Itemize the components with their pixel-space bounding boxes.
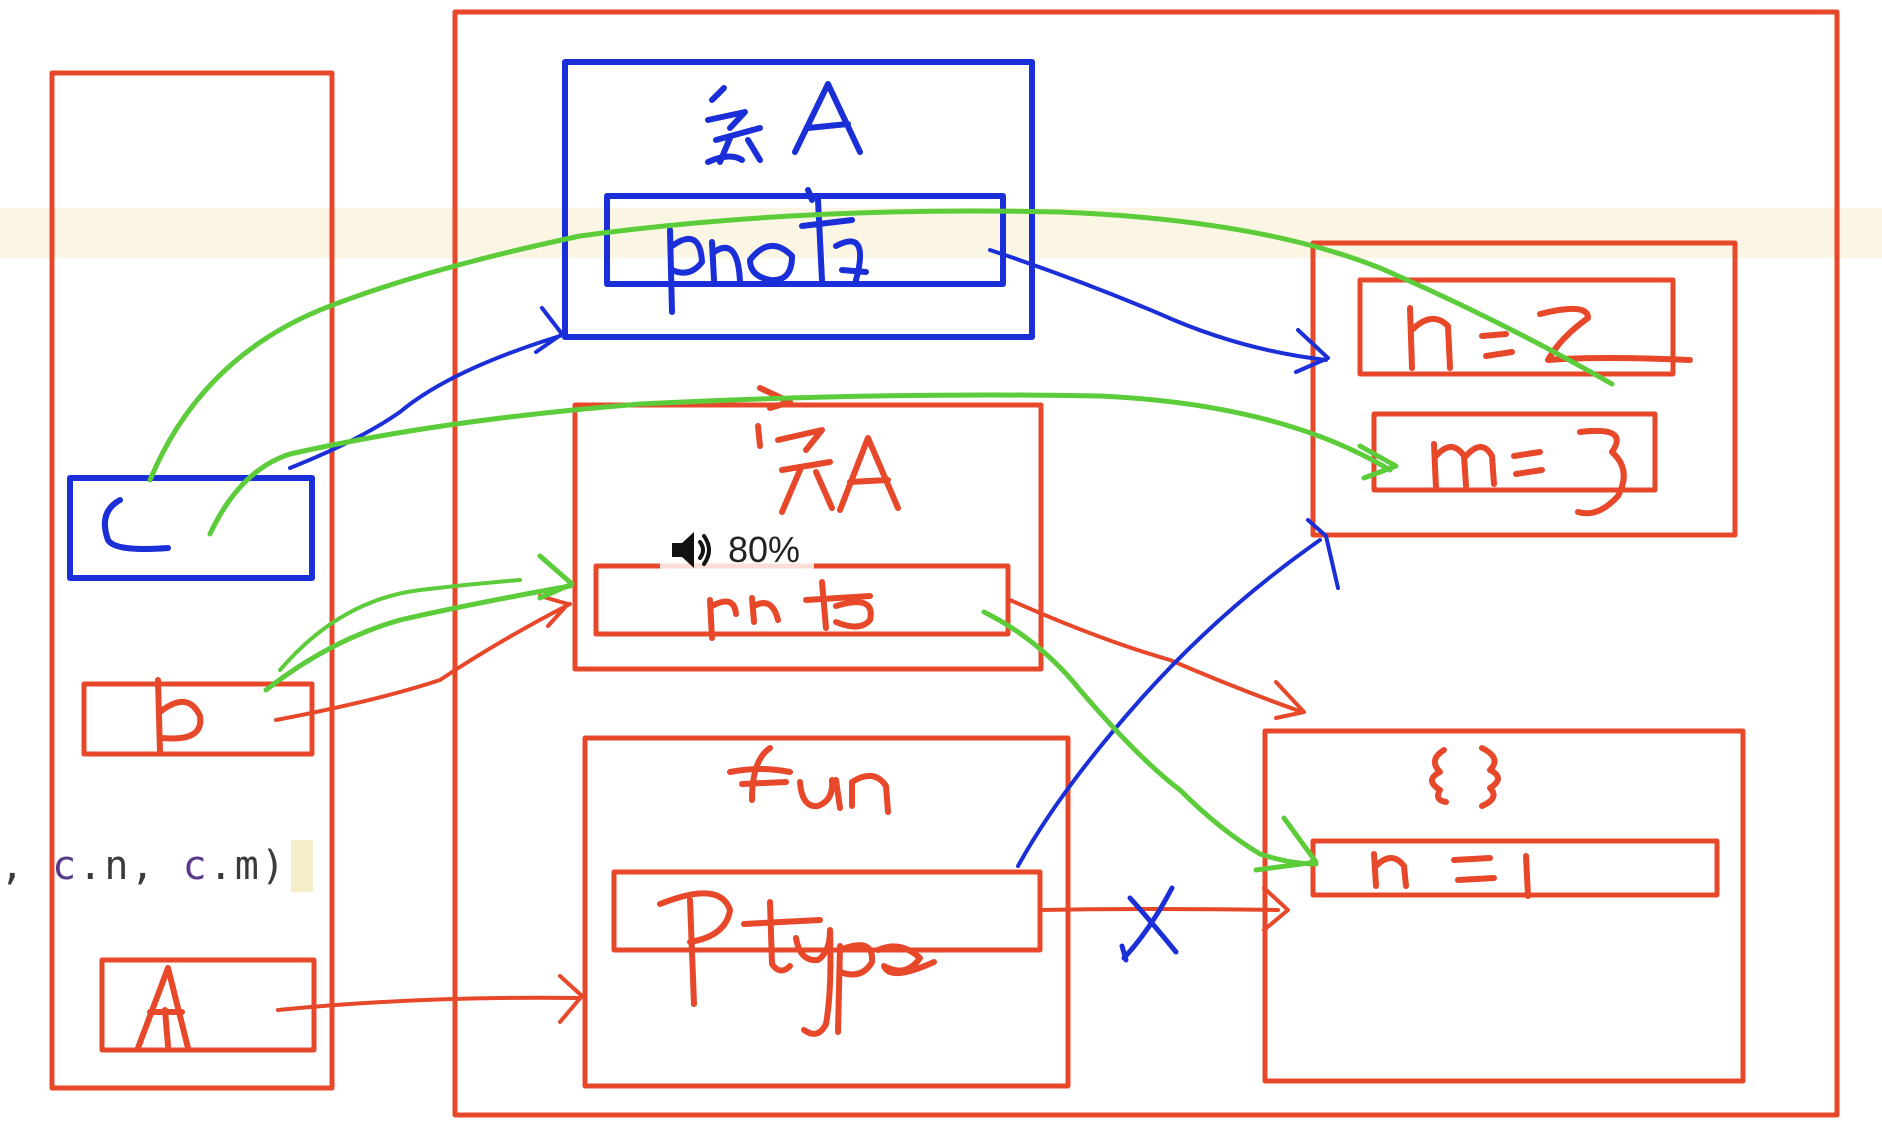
stack-var-c-box: [67, 475, 315, 581]
object-prototype-title-glyph: [1429, 745, 1501, 809]
object-prototype-box: [1262, 728, 1746, 1084]
green-path-c-to-m: [207, 392, 1399, 537]
object-prop-n-slot: [1310, 838, 1720, 898]
green-path-b-to-object-b: [263, 553, 575, 693]
stack-frame: [49, 70, 335, 1091]
function-A-prototype-label: [657, 890, 937, 1037]
code-line-highlight: [0, 208, 1882, 258]
proto-prop-n-label: [1407, 305, 1693, 371]
stack-var-c-glyph: [102, 497, 171, 552]
speaker-icon: [672, 532, 711, 568]
code-var-c: c: [52, 843, 79, 889]
object-c-proto-slot: [604, 193, 1006, 287]
green-path-b-to-object-b-2: [278, 578, 522, 672]
code-member-n: .n,: [78, 843, 183, 889]
arrow-c-to-object-c: [288, 306, 564, 470]
arrow-function-prototype-to-empty-object: [1038, 886, 1290, 932]
green-path-proto-to-n1: [981, 609, 1319, 873]
object-b-title-glyph: [755, 385, 901, 515]
code-prefix: ,: [0, 843, 53, 889]
arrow-object-c-proto-to-prototype-object: [988, 248, 1330, 374]
stack-var-b-glyph: [155, 677, 204, 755]
function-A-box: [582, 735, 1071, 1089]
green-path-c-to-n: [147, 208, 1615, 483]
code-var-c-2: c: [182, 843, 209, 889]
arrow-function-prototype-to-prototype-object: [1016, 518, 1340, 868]
volume-indicator: 80%: [660, 522, 815, 578]
object-c-title-glyph: [705, 81, 863, 165]
object-prop-n-label: [1371, 851, 1531, 899]
prototype-object-box: [1310, 240, 1738, 538]
object-c-box: [562, 59, 1035, 340]
proto-prop-n-slot: [1357, 277, 1676, 377]
function-A-title-glyph: [727, 745, 891, 815]
object-c-proto-label: [667, 187, 869, 315]
volume-level-text: 80%: [728, 529, 801, 570]
heap-frame: [452, 9, 1840, 1118]
code-member-m: .m): [208, 843, 287, 889]
object-b-box: [572, 402, 1044, 672]
proto-prop-m-label: [1431, 427, 1627, 517]
stack-var-A-box: [99, 957, 317, 1053]
cross-out-mark: [1119, 885, 1179, 963]
arrow-b-to-object-b: [274, 594, 572, 722]
arrow-object-b-proto-to-empty-object: [1008, 598, 1306, 720]
arrow-A-to-function: [276, 974, 584, 1024]
code-line: , c.n, c.m): [0, 840, 313, 892]
text-cursor-highlight: [290, 840, 313, 892]
stack-var-A-glyph: [135, 965, 191, 1051]
object-b-proto-label: [707, 579, 874, 641]
stack-var-b-box: [81, 681, 315, 757]
